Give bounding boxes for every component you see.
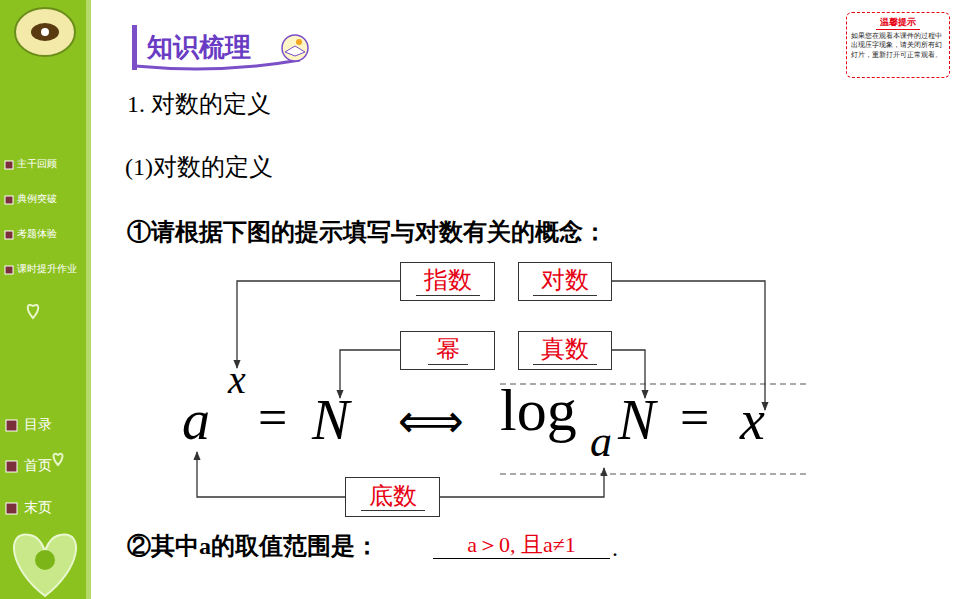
heart-icon — [54, 454, 63, 465]
section-heading: 1. 对数的定义 — [127, 90, 271, 119]
notice-body: 如果您在观看本课件的过程中出现压字现象，请关闭所有幻灯片，重新打开可正常观看。 — [851, 32, 945, 60]
heart-tree — [35, 550, 55, 570]
nav-button: 目录 — [24, 416, 52, 433]
nav-button: 首页 — [24, 457, 52, 474]
subsection-heading: (1)对数的定义 — [125, 153, 273, 182]
formula-symbol: log — [500, 380, 577, 440]
term-answer: 底数 — [361, 483, 425, 512]
formula-symbol: a — [182, 392, 210, 448]
term-box: 底数 — [345, 477, 440, 517]
answer-blank: a＞0, 且a≠1 — [433, 532, 610, 559]
slide-title: 知识梳理 — [147, 30, 251, 65]
term-box: 幂 — [400, 331, 495, 370]
term-answer: 真数 — [533, 336, 597, 365]
nav-button: 末页 — [24, 499, 52, 516]
book-icon — [282, 35, 308, 61]
term-answer: 幂 — [428, 336, 468, 365]
heart-icon — [28, 305, 39, 318]
formula-exponent: x — [228, 360, 246, 400]
leader-arrow — [340, 350, 400, 398]
formula-subscript: a — [590, 420, 612, 464]
leader-arrow — [440, 468, 604, 497]
term-box: 对数 — [518, 262, 612, 301]
term-answer: 对数 — [533, 267, 597, 296]
heart-decoration — [14, 535, 76, 596]
punctuation: . — [612, 534, 618, 563]
formula-symbol: x — [740, 392, 765, 448]
instruction-text: ①请根据下图的提示填写与对数有关的概念： — [127, 218, 607, 247]
title-banner: 知识梳理 — [132, 25, 272, 70]
logo-pupil — [41, 28, 49, 36]
notice-box: 温馨提示如果您在观看本课件的过程中出现压字现象，请关闭所有幻灯片，重新打开可正常… — [846, 12, 950, 78]
menu-item: 主干回顾 — [17, 158, 57, 170]
leader-arrow — [612, 350, 645, 398]
notice-heading: 温馨提示 — [876, 16, 920, 30]
sidebar — [0, 0, 91, 599]
formula-symbol: N — [618, 392, 655, 448]
term-box: 指数 — [400, 262, 495, 301]
formula-symbol: = — [258, 392, 287, 444]
term-box: 真数 — [518, 331, 612, 370]
menu-item: 课时提升作业 — [17, 263, 77, 275]
logo-eye — [31, 23, 59, 41]
sidebar-edge — [86, 0, 91, 599]
equivalence-arrow: ⟺ — [398, 398, 464, 444]
menu-item: 典例突破 — [17, 193, 57, 205]
leader-arrow — [237, 281, 400, 368]
menu-icons — [5, 161, 17, 514]
menu-item: 考题体验 — [17, 228, 57, 240]
leader-arrow — [197, 452, 345, 497]
leader-arrow — [612, 281, 765, 410]
formula-symbol: = — [680, 392, 709, 444]
question-text: ②其中a的取值范围是： — [127, 532, 379, 561]
formula-symbol: N — [312, 392, 349, 448]
logo — [15, 8, 75, 56]
term-answer: 指数 — [416, 267, 480, 296]
